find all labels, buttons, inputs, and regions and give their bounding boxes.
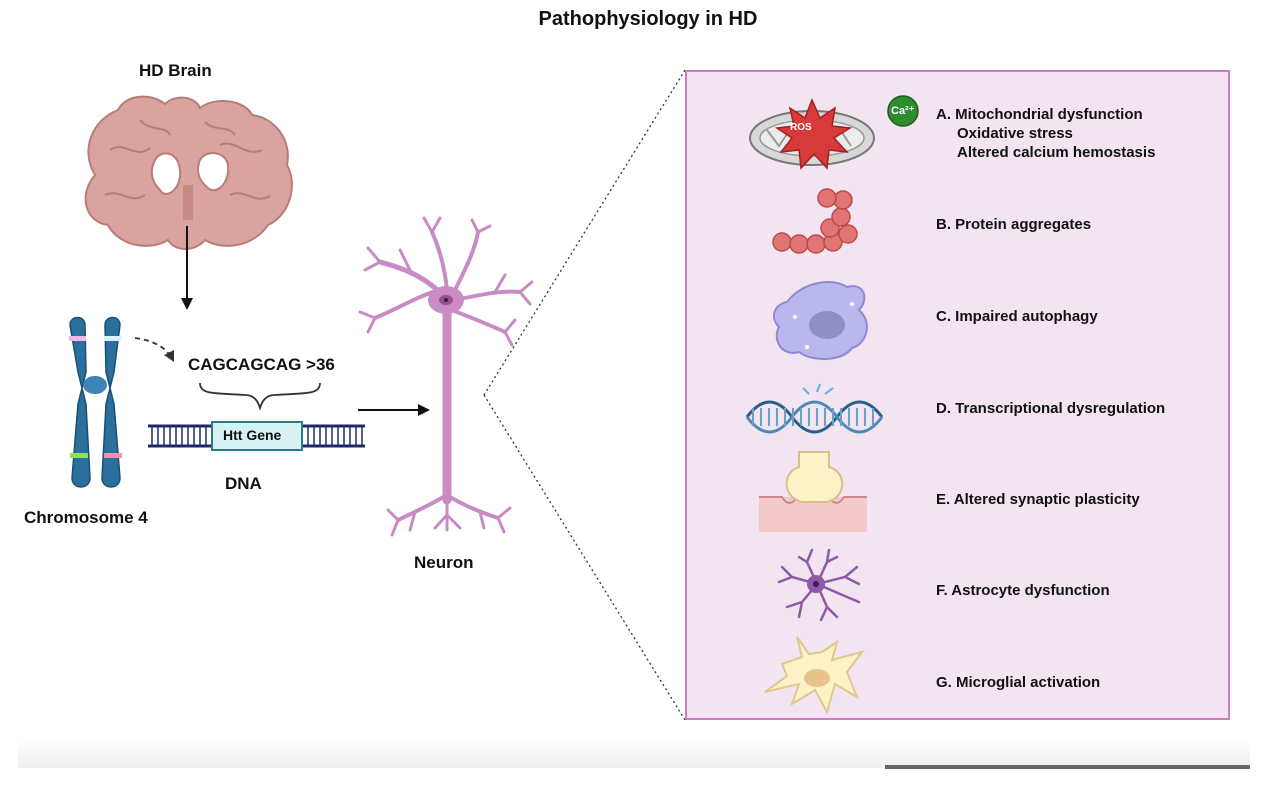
chromosome-label: Chromosome 4 bbox=[24, 508, 148, 527]
neuron-icon bbox=[358, 216, 534, 537]
mechanism-b-title: B. Protein aggregates bbox=[936, 216, 1092, 233]
autophagy-cell-icon bbox=[772, 281, 868, 360]
astrocyte-icon bbox=[777, 548, 861, 622]
synapse-icon bbox=[759, 451, 867, 532]
brain-label: HD Brain bbox=[139, 61, 212, 80]
mitochondrion-icon bbox=[749, 95, 919, 170]
mechanism-g-title: G. Microglial activation bbox=[936, 674, 1101, 691]
bottom-fade-bar bbox=[18, 740, 1250, 768]
microglia-icon bbox=[764, 636, 865, 715]
figure-title: Pathophysiology in HD bbox=[538, 8, 758, 30]
dna-label: DNA bbox=[225, 474, 262, 493]
chromosome-icon bbox=[69, 316, 122, 488]
mechanism-a-line-3: Altered calcium hemostasis bbox=[957, 144, 1156, 161]
mechanism-a-title: A. Mitochondrial dysfunction bbox=[936, 106, 1143, 123]
mechanism-icons bbox=[745, 95, 919, 715]
mechanisms-panel: ROS Ca²⁺ A. Mitochondrial dysfunction Ox… bbox=[685, 70, 1230, 720]
bottom-scroll-strip bbox=[885, 765, 1250, 769]
calcium-label: Ca²⁺ bbox=[891, 105, 915, 117]
htt-gene-box bbox=[211, 421, 303, 451]
zoom-line-bottom bbox=[483, 394, 686, 721]
mechanism-a-line-2: Oxidative stress bbox=[957, 125, 1073, 142]
mechanism-f-title: F. Astrocyte dysfunction bbox=[936, 582, 1110, 599]
mechanism-c-title: C. Impaired autophagy bbox=[936, 308, 1098, 325]
neuron-label: Neuron bbox=[414, 553, 474, 572]
mechanism-d-title: D. Transcriptional dysregulation bbox=[936, 400, 1166, 417]
ros-label: ROS bbox=[790, 122, 812, 133]
dna-helix-icon bbox=[745, 383, 884, 434]
protein-aggregates-icon bbox=[772, 188, 858, 254]
mechanism-e-title: E. Altered synaptic plasticity bbox=[936, 491, 1140, 508]
htt-gene-label: Htt Gene bbox=[223, 427, 282, 443]
cag-repeat-label: CAGCAGCAG >36 bbox=[188, 355, 335, 374]
zoom-line-top bbox=[483, 69, 686, 396]
brain-icon bbox=[84, 95, 293, 250]
